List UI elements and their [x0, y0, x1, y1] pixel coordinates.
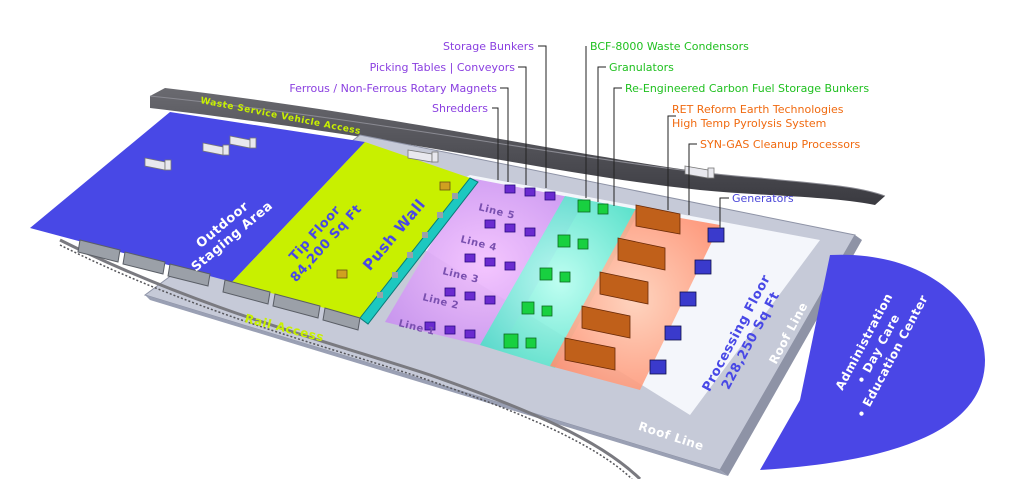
pyrolysis-units — [564, 204, 681, 371]
rail-cars — [77, 239, 361, 331]
line-2: Line 2 — [421, 292, 460, 312]
rail-track — [59, 238, 642, 479]
label-ret: RET Reform Earth Technologies — [672, 103, 844, 116]
label-roof-line-bottom: Roof Line — [637, 419, 706, 453]
condensors — [503, 199, 609, 349]
loaders — [336, 181, 451, 279]
line-5: Line 5 — [477, 202, 516, 222]
label-carbon-fuel: Re-Engineered Carbon Fuel Storage Bunker… — [625, 82, 869, 95]
label-push-wall: Push Wall — [359, 196, 429, 275]
label-rail-access: Rail Access — [243, 311, 325, 344]
trucks — [144, 135, 715, 179]
label-pyrolysis: High Temp Pyrolysis System — [672, 117, 826, 130]
push-wall — [359, 177, 479, 325]
line-equipment — [424, 184, 556, 339]
label-generators: Generators — [732, 192, 794, 205]
line-1: Line 1 — [397, 318, 436, 338]
label-granulators: Granulators — [609, 61, 674, 74]
label-syngas: SYN-GAS Cleanup Processors — [700, 138, 860, 151]
outdoor-staging-area — [30, 112, 365, 282]
label-storage-bunkers: Storage Bunkers — [443, 40, 534, 53]
label-magnets: Ferrous / Non-Ferrous Rotary Magnets — [289, 82, 497, 95]
tip-floor — [232, 142, 470, 318]
line-3: Line 3 — [441, 266, 480, 286]
line-4: Line 4 — [459, 234, 498, 254]
leader-lines — [492, 45, 729, 228]
generators-units — [649, 227, 725, 375]
administration-building — [760, 254, 985, 470]
label-shredders: Shredders — [432, 102, 488, 115]
label-picking-tables: Picking Tables | Conveyors — [370, 61, 516, 74]
label-waste-vehicle-access: Waste Service Vehicle Access — [199, 96, 361, 137]
label-bcf: BCF-8000 Waste Condensors — [590, 40, 749, 53]
